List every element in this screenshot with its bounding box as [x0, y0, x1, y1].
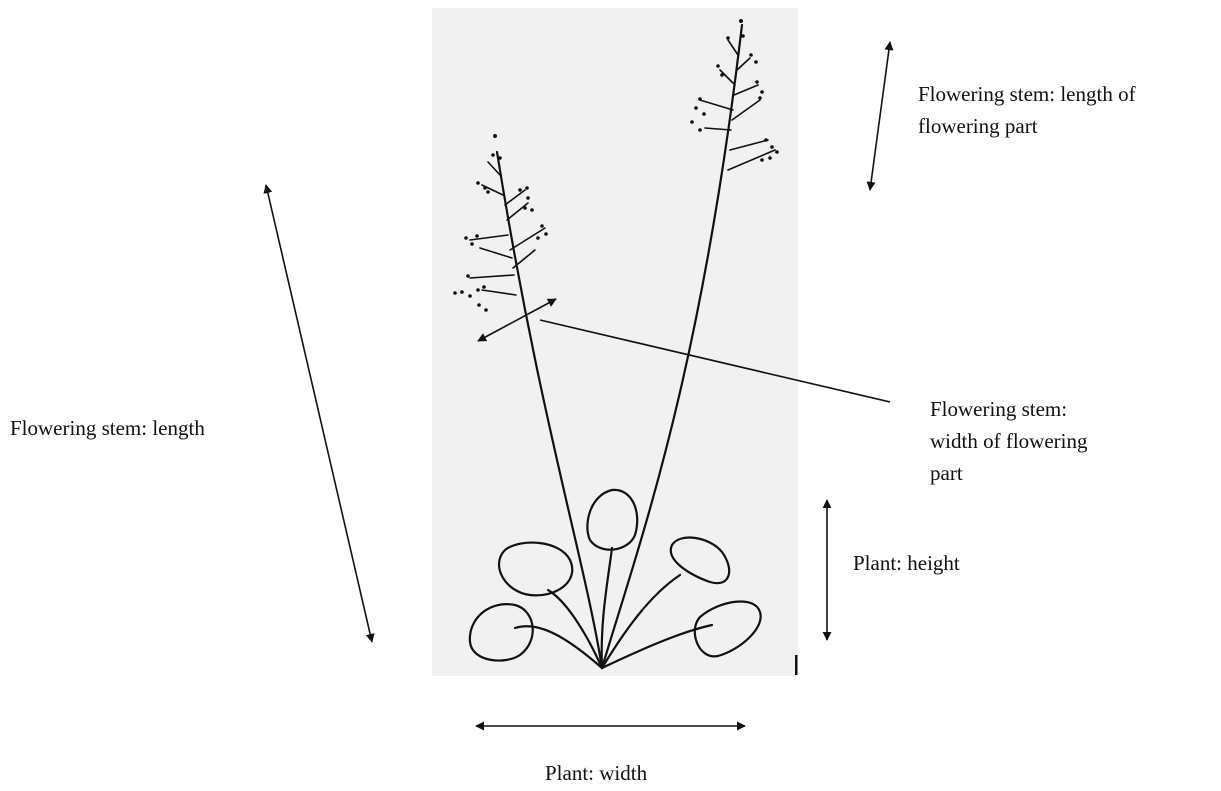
label-line: part — [930, 457, 1087, 489]
label-plant-width: Plant: width — [545, 757, 647, 789]
label-plant-height: Plant: height — [853, 547, 960, 579]
label-line: Flowering stem: — [930, 393, 1087, 425]
label-flowering-part-length: Flowering stem: length of flowering part — [918, 78, 1136, 142]
label-line: width of flowering — [930, 425, 1087, 457]
label-line: Flowering stem: length of — [918, 78, 1136, 110]
label-line: flowering part — [918, 110, 1136, 142]
drawing-panel — [432, 8, 798, 676]
scale-tick — [795, 655, 798, 675]
arrow-flowering-part-length — [870, 42, 890, 190]
arrow-flowering-length — [266, 185, 372, 642]
label-flowering-width: Flowering stem: width of flowering part — [930, 393, 1087, 489]
label-flowering-length: Flowering stem: length — [10, 412, 205, 444]
